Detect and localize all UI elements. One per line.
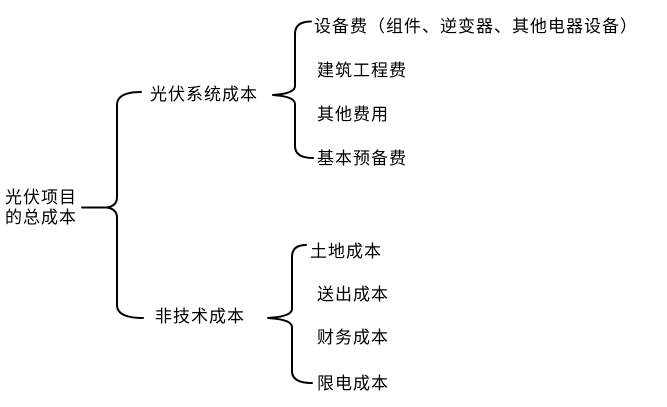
root-brace bbox=[106, 91, 144, 319]
leaf-other-fees: 其他费用 bbox=[317, 105, 389, 124]
leaf-land-cost: 土地成本 bbox=[310, 242, 382, 261]
branch-label-non-technical-cost: 非技术成本 bbox=[155, 307, 245, 326]
leaf-curtailment-cost: 限电成本 bbox=[317, 374, 389, 393]
branch-label-pv-system-cost: 光伏系统成本 bbox=[150, 85, 258, 104]
root-label-line1: 光伏项目 bbox=[5, 188, 77, 207]
leaf-basic-reserve-cost: 基本预备费 bbox=[317, 149, 407, 168]
pv-system-brace bbox=[272, 20, 314, 159]
root-label: 光伏项目 的总成本 bbox=[5, 188, 77, 228]
root-label-line2: 的总成本 bbox=[5, 208, 77, 227]
leaf-construction-cost: 建筑工程费 bbox=[317, 61, 407, 80]
leaf-transmission-cost: 送出成本 bbox=[317, 285, 389, 304]
non-technical-brace bbox=[267, 244, 313, 384]
leaf-equipment-cost: 设备费（组件、逆变器、其他电器设备） bbox=[314, 17, 638, 36]
leaf-financial-cost: 财务成本 bbox=[317, 328, 389, 347]
